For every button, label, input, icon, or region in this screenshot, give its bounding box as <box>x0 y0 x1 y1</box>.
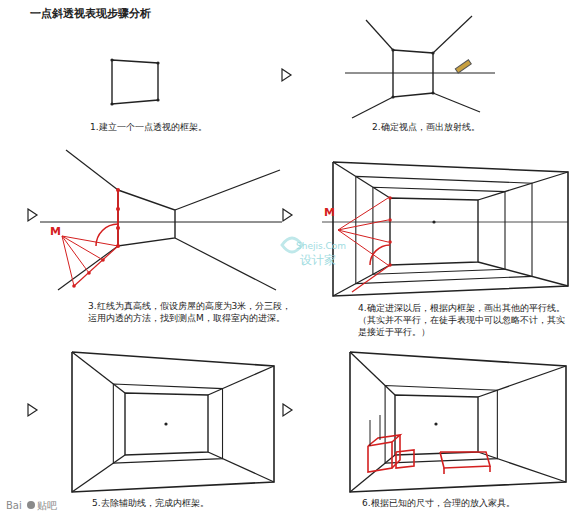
watermark: 贴吧 <box>37 499 57 513</box>
eye-symbol <box>283 404 292 416</box>
pencil-icon <box>455 60 471 73</box>
point-dot <box>110 58 113 61</box>
furniture-box <box>368 435 400 446</box>
step-caption: 5.去除辅助线，完成内框架。 <box>92 497 282 509</box>
measure-line <box>74 246 118 286</box>
horizon-line <box>322 222 568 223</box>
drawn-line <box>175 170 280 210</box>
corner-line <box>72 352 125 393</box>
frame-line <box>125 393 208 455</box>
point-dot <box>388 196 392 200</box>
point-dot <box>156 61 159 64</box>
frame-line <box>112 60 158 104</box>
point-dot <box>116 226 120 230</box>
arc-mark <box>96 224 118 246</box>
point-dot <box>116 188 120 192</box>
furniture-leg <box>443 468 445 474</box>
true-height-line <box>117 190 119 246</box>
point-dot <box>388 240 392 244</box>
watermark: Shejis.Com <box>296 240 346 252</box>
eye-symbol <box>282 69 291 81</box>
furniture-box <box>440 452 490 468</box>
step-caption: 3.红线为真高线，假设房屋的高度为3米，分三段，运用内透的方法，找到测点M，取得… <box>88 300 293 324</box>
point-dot <box>431 91 434 94</box>
eye-symbol <box>283 209 292 221</box>
watermark: Bai <box>6 499 22 513</box>
point-dot <box>431 51 434 54</box>
point-dot <box>388 218 392 222</box>
frame-line <box>395 395 478 455</box>
point-dot <box>156 98 159 101</box>
watermark: 设计家 <box>300 252 336 268</box>
furniture-leg <box>489 466 491 472</box>
corner-line <box>208 452 274 482</box>
eye-symbol <box>28 404 37 416</box>
corner-line <box>72 455 125 492</box>
measure-line <box>338 220 388 230</box>
point-dot <box>391 48 394 51</box>
baidu-paw <box>27 501 35 509</box>
point-dot <box>164 422 167 425</box>
measure-line <box>352 265 390 292</box>
point-dot <box>434 422 437 425</box>
corner-line <box>478 366 566 397</box>
corner-line <box>478 452 566 482</box>
frame-line <box>390 198 478 265</box>
frame-line <box>333 162 568 296</box>
horizon-line <box>345 73 495 74</box>
arc-mark <box>370 245 390 265</box>
point-dot <box>116 207 120 211</box>
measure-line <box>62 236 118 246</box>
measure-line <box>62 236 74 286</box>
step-caption: 6.根据已知的尺寸，合理的放入家具。 <box>362 497 562 509</box>
frame-line <box>72 352 274 492</box>
furniture-box <box>396 450 414 468</box>
measure-line <box>338 230 388 242</box>
frame-line <box>373 187 505 274</box>
step-caption: 4.确定进深以后，根据内框架，画出其他的平行线。（其实并不平行，在徒手表现中可以… <box>358 302 570 338</box>
frame-line <box>113 384 222 463</box>
corner-line <box>333 162 390 198</box>
drawn-line <box>433 93 480 112</box>
point-dot <box>391 95 394 98</box>
corner-line <box>333 265 390 296</box>
drawn-line <box>66 150 118 190</box>
frame-line <box>118 190 175 246</box>
point-dot <box>110 102 113 105</box>
corner-line <box>478 172 568 200</box>
drawn-line <box>175 238 276 290</box>
eye-symbol <box>28 209 37 221</box>
drawn-line <box>352 97 393 118</box>
measure-point-label: M <box>324 206 335 221</box>
step-caption: 2.确定视点，画出放射线。 <box>372 121 562 133</box>
step-caption: 1.建立一个一点透视的框架。 <box>90 121 280 133</box>
measure-point-label: M <box>50 225 61 240</box>
furniture-box <box>368 442 392 472</box>
drawn-line <box>58 246 118 290</box>
point-dot <box>432 220 435 223</box>
furniture-line <box>370 420 371 446</box>
title: 一点斜透视表现步骤分析 <box>30 7 151 22</box>
frame-line <box>350 352 566 492</box>
drawn-line <box>433 16 472 53</box>
corner-line <box>350 352 395 395</box>
corner-line <box>350 455 395 492</box>
corner-line <box>478 262 568 286</box>
corner-line <box>208 366 274 395</box>
furniture-line <box>380 415 381 440</box>
measure-line <box>338 198 388 230</box>
horizon-line <box>40 222 282 223</box>
drawn-line <box>366 20 393 50</box>
